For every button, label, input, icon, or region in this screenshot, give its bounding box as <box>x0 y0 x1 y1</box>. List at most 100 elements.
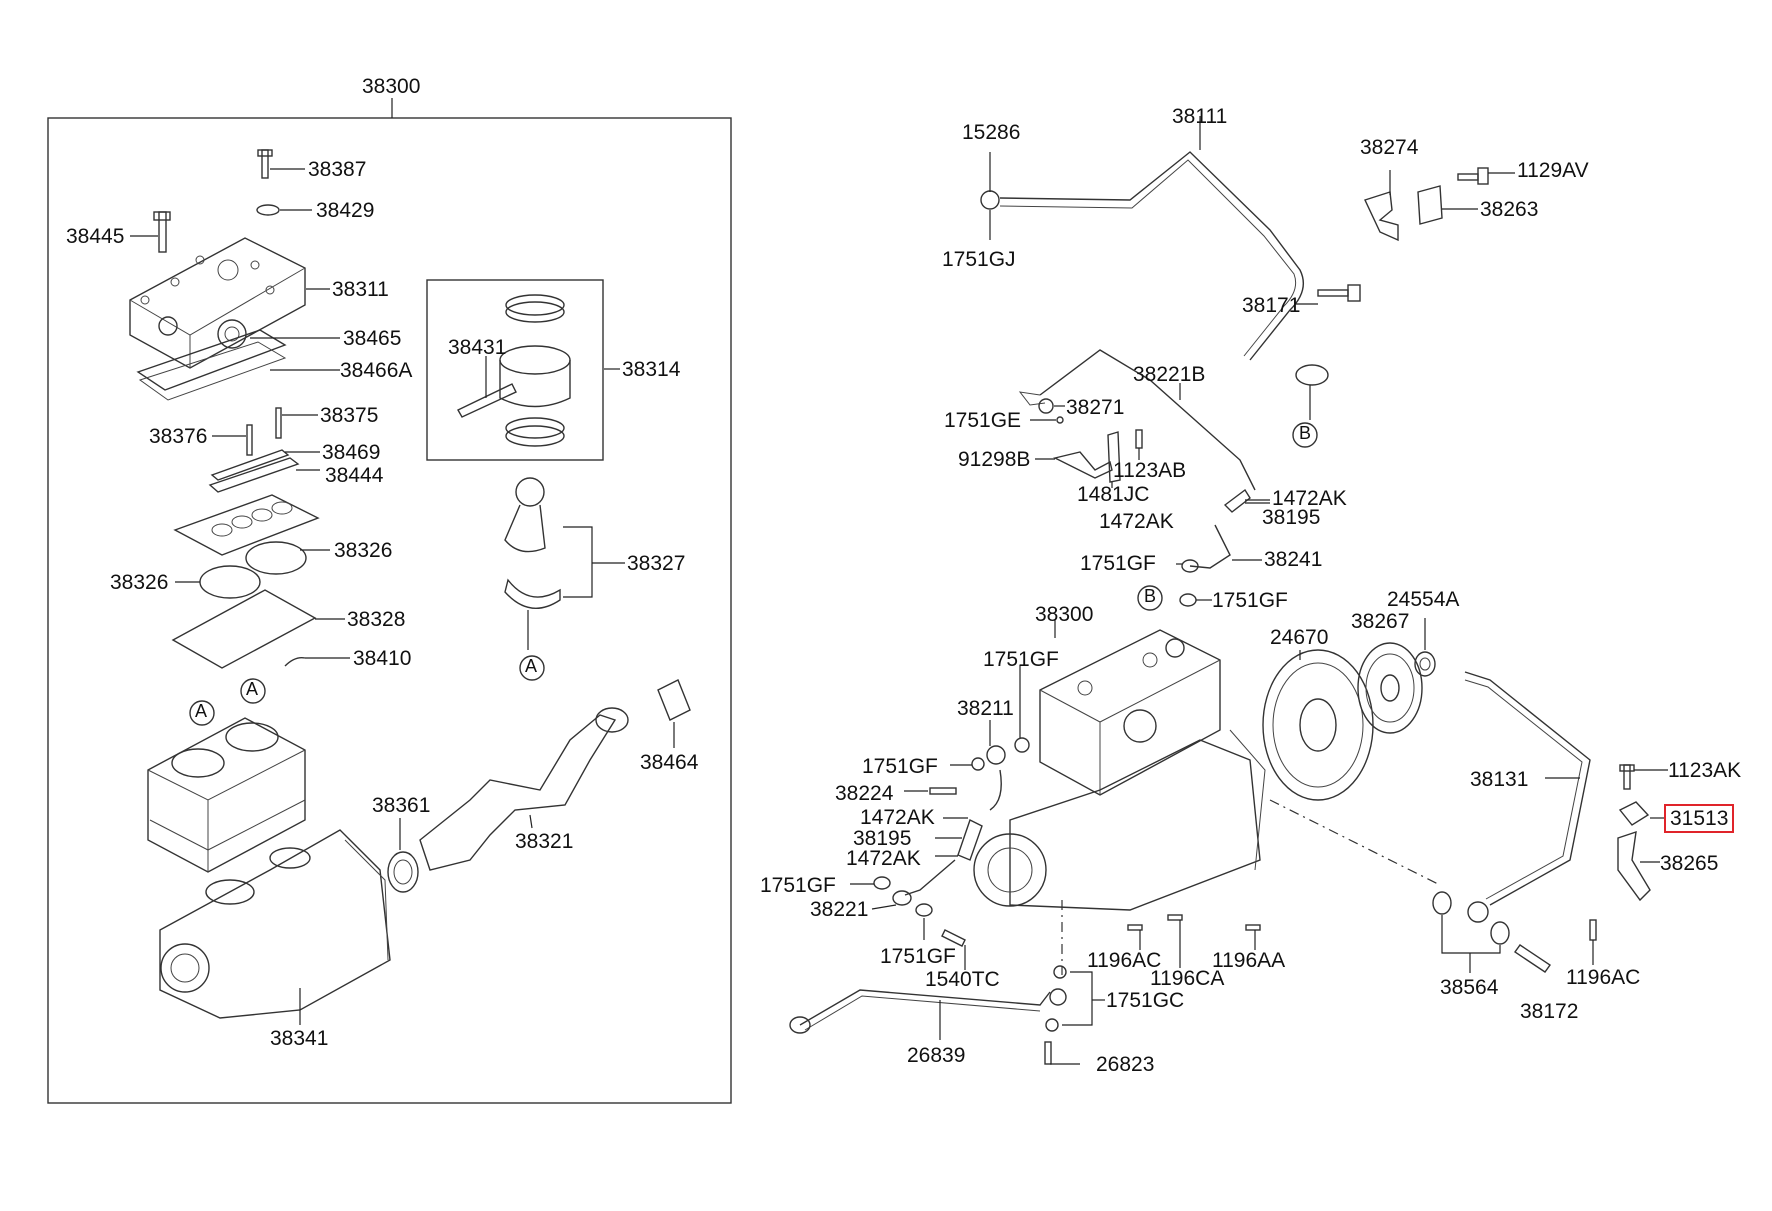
callout-38195-lower[interactable]: 38195 <box>853 827 912 850</box>
compressor-38300 <box>973 620 1266 911</box>
callout-38221[interactable]: 38221 <box>810 898 869 921</box>
callout-38445[interactable]: 38445 <box>66 225 125 248</box>
callout-1481JC[interactable]: 1481JC <box>1077 483 1150 506</box>
callout-38314[interactable]: 38314 <box>622 358 681 381</box>
callout-1751GF-d[interactable]: 1751GF <box>862 755 938 778</box>
gear-38267 <box>1357 642 1423 734</box>
callout-1123AK[interactable]: 1123AK <box>1668 759 1742 782</box>
airline-38241 <box>1176 524 1262 607</box>
callout-38465[interactable]: 38465 <box>343 327 402 350</box>
callout-15286[interactable]: 15286 <box>962 121 1021 144</box>
callout-26839[interactable]: 26839 <box>907 1044 966 1067</box>
callout-91298B[interactable]: 91298B <box>958 448 1031 471</box>
callout-38361[interactable]: 38361 <box>372 794 431 817</box>
callout-1196AA[interactable]: 1196AA <box>1212 949 1286 972</box>
callout-38311[interactable]: 38311 <box>332 278 389 301</box>
callout-1472AK-mid[interactable]: 1472AK <box>1099 510 1174 533</box>
callout-1540TC[interactable]: 1540TC <box>925 968 1000 991</box>
callout-38469[interactable]: 38469 <box>322 441 381 464</box>
callout-38267[interactable]: 38267 <box>1351 610 1410 633</box>
callout-38326-upper[interactable]: 38326 <box>334 539 393 562</box>
callout-38444[interactable]: 38444 <box>325 464 384 487</box>
callout-1196CA[interactable]: 1196CA <box>1150 967 1225 990</box>
clip-91298B <box>1035 451 1113 479</box>
callout-38326-lower[interactable]: 38326 <box>110 571 169 594</box>
callout-1129AV[interactable]: 1129AV <box>1517 159 1589 182</box>
bushing-38464 <box>657 679 691 748</box>
callout-38387[interactable]: 38387 <box>308 158 367 181</box>
crankshaft-38321 <box>419 707 629 871</box>
callout-1751GF-b[interactable]: 1751GF <box>1212 589 1288 612</box>
callout-38172[interactable]: 38172 <box>1520 1000 1579 1023</box>
callout-38466A[interactable]: 38466A <box>340 359 413 382</box>
crankcase-38341 <box>159 829 391 1025</box>
callout-26823[interactable]: 26823 <box>1096 1053 1155 1076</box>
fitting-38211 <box>986 720 1006 811</box>
callout-38300-assembly[interactable]: 38300 <box>362 75 421 98</box>
callout-38221B[interactable]: 38221B <box>1133 363 1206 386</box>
callout-38376[interactable]: 38376 <box>149 425 208 448</box>
bolts-1196 <box>1127 914 1261 968</box>
callout-1751GF-c[interactable]: 1751GF <box>983 648 1059 671</box>
callout-1123AB[interactable]: 1123AB <box>1113 459 1187 482</box>
callout-38211[interactable]: 38211 <box>957 697 1014 720</box>
bolt-26823 <box>1044 1041 1080 1065</box>
callout-1472AK-top[interactable]: 1472AK <box>1272 487 1347 510</box>
ring-1751GE <box>1030 416 1064 424</box>
disc-38326 <box>175 541 330 599</box>
bolt-1540TC <box>941 929 966 970</box>
callout-38431[interactable]: 38431 <box>448 336 507 359</box>
callout-38300-installed[interactable]: 38300 <box>1035 603 1094 626</box>
callout-1751GF-f[interactable]: 1751GF <box>880 945 956 968</box>
washer-1751GF-d <box>950 757 985 771</box>
assembly-frame <box>47 98 732 1104</box>
callout-38341[interactable]: 38341 <box>270 1027 329 1050</box>
callout-1472AK-lower2[interactable]: 1472AK <box>846 847 921 870</box>
airline-38111 <box>980 116 1329 420</box>
callout-38131[interactable]: 38131 <box>1470 768 1529 791</box>
callout-1751GJ[interactable]: 1751GJ <box>942 248 1016 271</box>
gear-24670 <box>1262 649 1374 801</box>
callout-38171[interactable]: 38171 <box>1242 294 1301 317</box>
bolt-38387 <box>257 149 305 179</box>
callout-38321[interactable]: 38321 <box>515 830 574 853</box>
fitting-38271 <box>1038 398 1065 414</box>
callout-38195-top[interactable]: 38195 <box>1262 506 1321 529</box>
bolt-38171 <box>1295 284 1361 305</box>
callout-38464[interactable]: 38464 <box>640 751 699 774</box>
callout-38564[interactable]: 38564 <box>1440 976 1499 999</box>
ref-marker-a2: A <box>246 679 259 699</box>
bolt-38224 <box>904 787 957 795</box>
callout-38327[interactable]: 38327 <box>627 552 686 575</box>
callout-38274[interactable]: 38274 <box>1360 136 1419 159</box>
callout-38328[interactable]: 38328 <box>347 608 406 631</box>
airline-38221B <box>1018 349 1256 491</box>
callout-1196AC-left[interactable]: 1196AC <box>1087 949 1162 972</box>
fittings-1472AK-38195 <box>935 817 983 861</box>
callout-24554A[interactable]: 24554A <box>1387 588 1460 611</box>
callout-38410[interactable]: 38410 <box>353 647 412 670</box>
callout-38375[interactable]: 38375 <box>320 404 379 427</box>
screw-38376 <box>212 424 253 456</box>
callout-1472AK-lower1[interactable]: 1472AK <box>860 806 935 829</box>
callout-38429[interactable]: 38429 <box>316 199 375 222</box>
callout-38111[interactable]: 38111 <box>1172 105 1228 128</box>
callout-38263[interactable]: 38263 <box>1480 198 1539 221</box>
callout-38241[interactable]: 38241 <box>1264 548 1323 571</box>
bracket-38274 <box>1364 170 1399 242</box>
callout-24670[interactable]: 24670 <box>1270 626 1329 649</box>
clamp-38263 <box>1417 185 1478 225</box>
ref-circles <box>189 422 1318 726</box>
callout-1196AC-right[interactable]: 1196AC <box>1566 966 1641 989</box>
callout-1751GF-a[interactable]: 1751GF <box>1080 552 1156 575</box>
callout-38265[interactable]: 38265 <box>1660 852 1719 875</box>
callout-1751GC[interactable]: 1751GC <box>1106 989 1185 1012</box>
dashline <box>1061 799 1441 975</box>
callout-31513-highlighted[interactable]: 31513 <box>1664 804 1735 833</box>
callout-38271[interactable]: 38271 <box>1066 396 1125 419</box>
callout-1751GE[interactable]: 1751GE <box>944 409 1022 432</box>
callout-38224[interactable]: 38224 <box>835 782 894 805</box>
washers-38564 <box>1432 891 1510 973</box>
ref-marker-b2: B <box>1144 586 1157 606</box>
callout-1751GF-e[interactable]: 1751GF <box>760 874 836 897</box>
